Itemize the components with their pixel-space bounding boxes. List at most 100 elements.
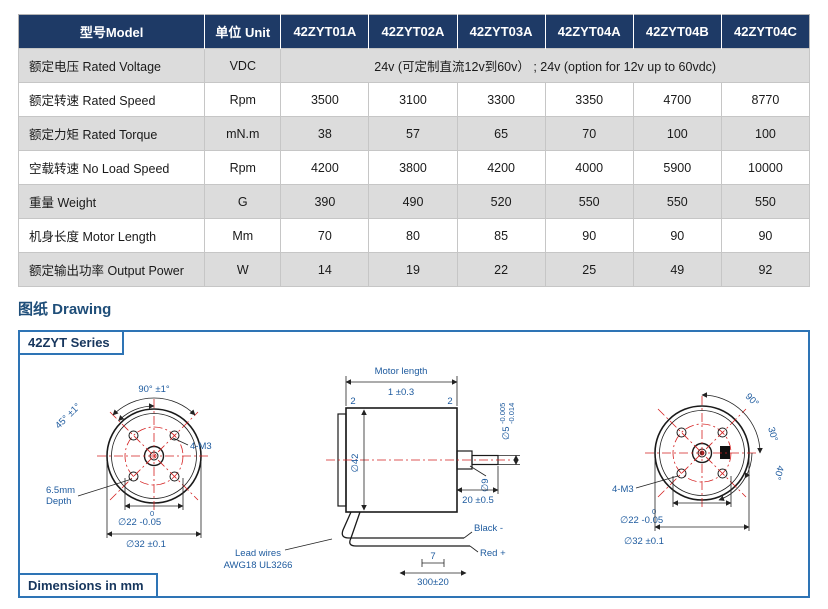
spec-cell: 3100 [368,82,458,117]
spec-table: 型号Model 单位 Unit 42ZYT01A 42ZYT02A 42ZYT0… [17,14,811,287]
dia9-label-group: ∅9 [480,478,491,492]
spec-cell: 520 [456,184,546,219]
header-model-6: 42ZYT04C [720,14,810,49]
front-view-drawing: 90° ±1° 45° ±1° 4-M3 6.5mm Depth ∅22 -0.… [46,384,212,550]
dim-label-dia5-tol-top: -0.005 [498,403,507,424]
dim-label-depth-2: Depth [46,496,71,507]
dim-label-40deg: 40° [771,464,785,481]
spec-cell: 90 [632,218,722,253]
dim-label-dia5-tol-bot: -0.014 [507,403,516,424]
dim-label-lead-wires-1: Lead wires [235,548,281,559]
spec-cell: 38 [280,116,370,151]
header-model-2: 42ZYT02A [368,14,458,49]
dim-label-motor-length: Motor length [375,366,428,377]
row-unit: G [204,184,282,219]
series-tab: 42ZYT Series [18,330,124,355]
drawing-panel: 90° ±1° 45° ±1° 4-M3 6.5mm Depth ∅22 -0.… [18,330,810,598]
dim-label-45deg: 45° ±1° [53,401,83,431]
dim-label-dia5: ∅5 [501,426,512,440]
spec-cell: 550 [544,184,634,219]
table-row-noload-speed: 空载转速 No Load Speed Rpm 4200 3800 4200 40… [17,150,811,185]
spec-cell: 19 [368,252,458,287]
spec-cell: 4000 [544,150,634,185]
header-model-4: 42ZYT04A [544,14,634,49]
spec-cell: 4200 [456,150,546,185]
table-header-row: 型号Model 单位 Unit 42ZYT01A 42ZYT02A 42ZYT0… [18,14,810,49]
dim-label-cap-left: 2 [350,396,355,407]
drawing-section-title: 图纸 Drawing [18,301,112,318]
row-label: 额定力矩 Rated Torque [17,116,206,151]
row-label: 额定输出功率 Output Power [17,252,206,287]
spec-cell: 22 [456,252,546,287]
spec-cell: 14 [280,252,370,287]
spec-cell: 390 [280,184,370,219]
angle-dim-arc [701,392,763,454]
angle-dim-arc [118,403,155,421]
row-label: 额定电压 Rated Voltage [17,48,206,83]
mount-hole [169,430,180,441]
row-label: 额定转速 Rated Speed [17,82,206,117]
row-label: 重量 Weight [17,184,206,219]
row-label: 空载转速 No Load Speed [17,150,206,185]
dim-label-cap-right: 2 [447,396,452,407]
spec-cell: 92 [720,252,811,287]
leader-line [635,475,679,489]
rear-view-drawing: 90° 30° 40° 4-M3 ∅22 -0.05 0 ∅32 ±0.1 [612,391,786,547]
row-unit: Rpm [204,82,282,117]
table-row-voltage: 额定电压 Rated Voltage VDC 24v (可定制直流12v到60v… [17,48,810,83]
spec-cell: 70 [544,116,634,151]
spec-cell: 90 [544,218,634,253]
row-unit: mN.m [204,116,282,151]
dimensions-tab: Dimensions in mm [18,573,158,598]
header-unit-col: 单位 Unit [204,14,281,49]
spec-cell: 49 [632,252,722,287]
spec-cell: 10000 [720,150,811,185]
spec-cell: 8770 [720,82,811,117]
dim-label-dia32: ∅32 ±0.1 [624,536,664,547]
row-value-span: 24v (可定制直流12v到60v） ; 24v (option for 12v… [280,48,810,83]
dim-label-4m3: 4-M3 [612,484,634,495]
mount-hole [128,430,139,441]
spec-cell: 3300 [456,82,546,117]
dim-label-wire-len: 300±20 [417,577,449,588]
table-row-weight: 重量 Weight G 390 490 520 550 550 550 [17,184,811,219]
leader-line [463,531,473,539]
spec-cell: 550 [720,184,811,219]
dim-label-wire-tip: 7 [430,551,435,562]
spec-cell: 3800 [368,150,458,185]
leader-line [469,545,479,553]
dim-label-red-wire: Red + [480,548,506,559]
header-model-1: 42ZYT01A [280,14,369,49]
leader-line [469,465,487,477]
dim-label-dia22: ∅22 -0.05 [620,515,663,526]
wire-red [349,511,470,547]
table-row-motor-length: 机身长度 Motor Length Mm 70 80 85 90 90 90 [17,218,811,253]
dim-label-depth-1: 6.5mm [46,485,75,496]
row-unit: W [204,252,282,287]
spec-cell: 80 [368,218,458,253]
spec-cell: 4700 [632,82,722,117]
dim-label-black-wire: Black - [474,523,503,534]
mount-hole [676,427,687,438]
side-view-drawing: Motor length 1 ±0.3 2 2 ∅42 ∅5 -0.005 -0… [224,366,520,588]
angle-dim-arc [744,452,753,479]
header-model-3: 42ZYT03A [456,14,546,49]
dim-label-dia22-upper-tol: 0 [652,507,656,516]
spec-cell: 90 [720,218,811,253]
dim-label-30deg: 30° [765,426,779,443]
row-unit: VDC [204,48,282,83]
technical-drawing: 90° ±1° 45° ±1° 4-M3 6.5mm Depth ∅22 -0.… [46,366,786,588]
spec-cell: 3350 [544,82,634,117]
mount-hole [128,471,139,482]
spec-cell: 65 [456,116,546,151]
dim-label-90deg: 90° ±1° [138,384,170,395]
table-row-output-power: 额定输出功率 Output Power W 14 19 22 25 49 92 [17,252,811,287]
dim-label-dia32: ∅32 ±0.1 [126,539,166,550]
leader-line [77,478,133,497]
spec-cell: 3500 [280,82,370,117]
angle-dim-arc [718,477,746,501]
spec-cell: 70 [280,218,370,253]
spec-cell: 550 [632,184,722,219]
row-label: 机身长度 Motor Length [17,218,206,253]
spec-cell: 100 [632,116,722,151]
